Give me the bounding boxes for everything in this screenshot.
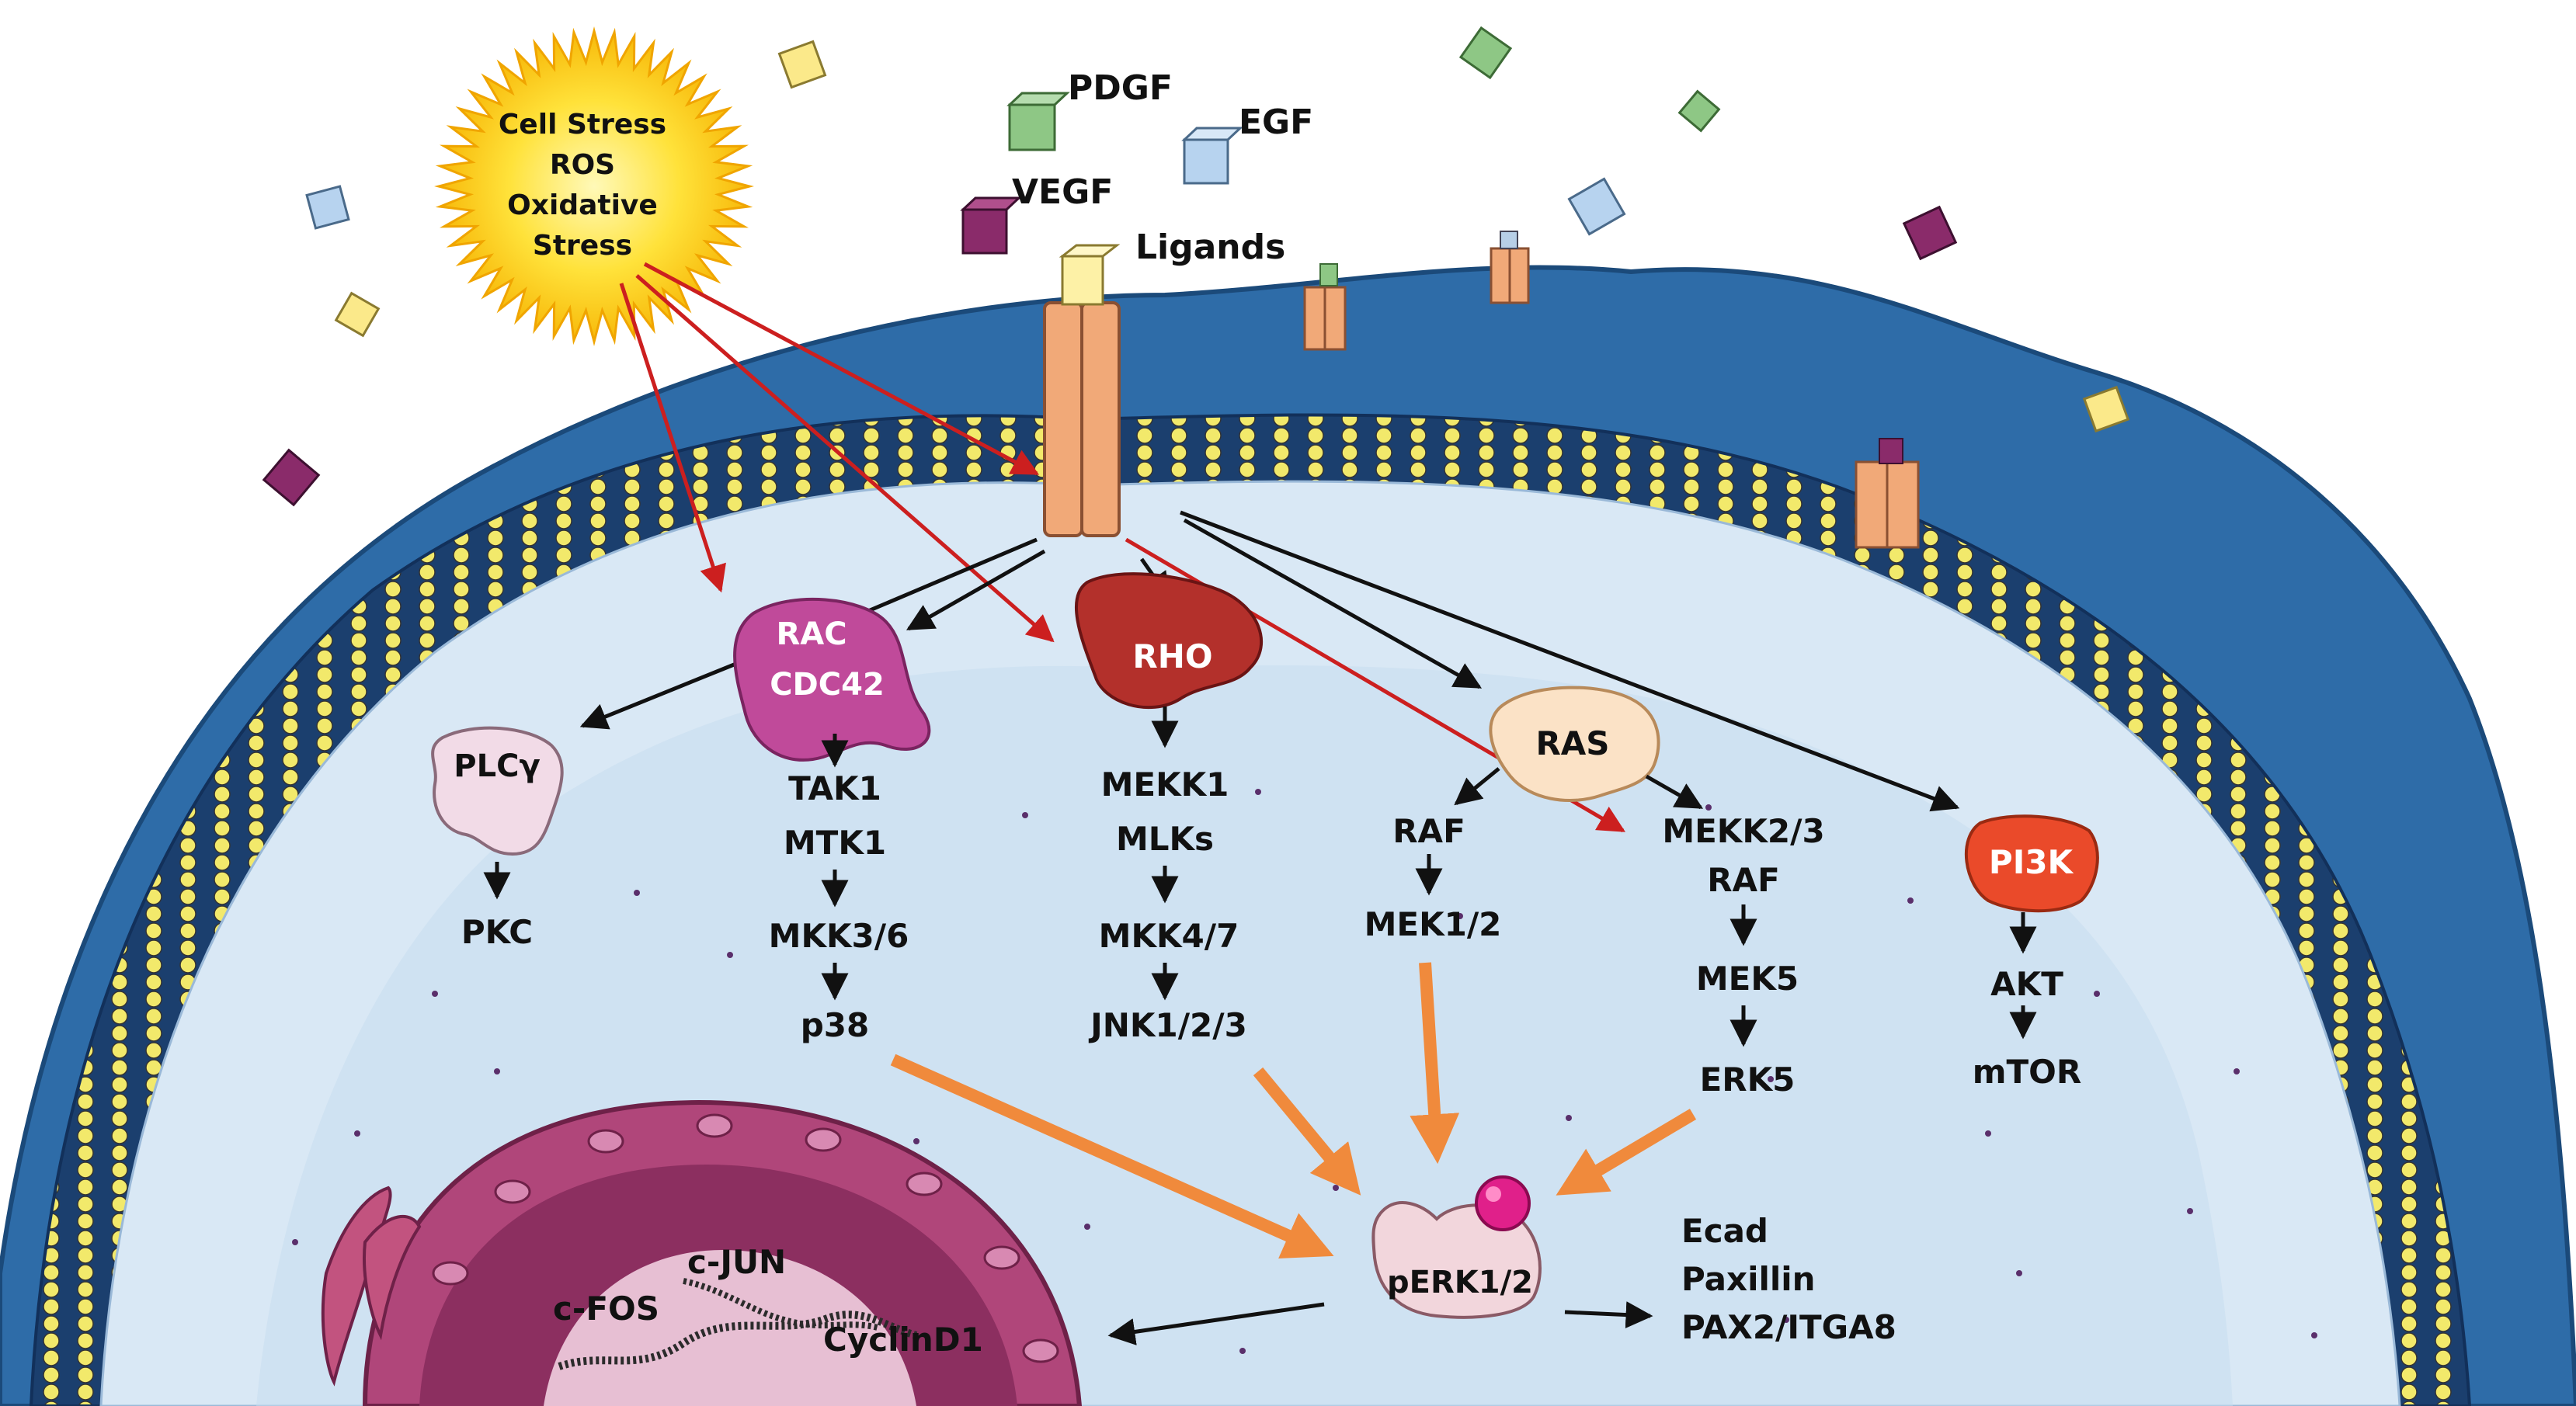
ras-protein: RAS	[1489, 686, 1660, 802]
mekk23-label: MEKK2/3	[1662, 812, 1824, 850]
cube-yellow-2	[334, 291, 381, 338]
plcg-label: PLCγ	[454, 748, 540, 784]
small-receptor-2	[1490, 231, 1530, 304]
tak1-label: TAK1	[788, 769, 881, 807]
arrow-ras-raf	[1454, 767, 1500, 806]
perk-label: pERK1/2	[1387, 1265, 1533, 1300]
rho-protein: RHO	[1074, 572, 1264, 710]
arrow-perk-nucleus	[1107, 1302, 1325, 1345]
ligands-label: Ligands	[1135, 227, 1285, 267]
stress-line-1: Cell Stress	[499, 109, 666, 141]
egf-label: EGF	[1239, 102, 1313, 142]
stress-line-4: Stress	[533, 230, 632, 262]
cjun-label: c-JUN	[687, 1243, 786, 1281]
target-paxillin: Paxillin	[1681, 1260, 1816, 1298]
cube-purple-1	[262, 448, 321, 507]
mek12-label: MEK1/2	[1364, 905, 1502, 943]
cube-yellow-1	[777, 40, 827, 89]
pkc-label: PKC	[461, 913, 533, 951]
cube-pdgf	[1006, 92, 1070, 151]
small-receptor-1	[1303, 263, 1347, 351]
cube-yellow-3	[2082, 385, 2130, 433]
ras-label: RAS	[1535, 724, 1609, 762]
rac-cdc42-protein: RAC CDC42	[733, 597, 931, 762]
cyclind1-label: CyclinD1	[823, 1321, 983, 1359]
cube-blue-2	[1567, 177, 1626, 236]
cube-blue-1	[305, 185, 350, 230]
nucleoplasm	[544, 1250, 916, 1406]
cube-green-2	[1677, 89, 1721, 133]
erk5-label: ERK5	[1700, 1061, 1796, 1099]
raf2-label: RAF	[1707, 861, 1780, 899]
perk-protein: pERK1/2	[1371, 1175, 1542, 1319]
plcg-protein: PLCγ	[431, 726, 564, 856]
cdc42-label: CDC42	[770, 667, 885, 703]
cell-stress-sun: Cell Stress ROS Oxidative Stress	[434, 26, 754, 346]
arrow-ras-mekk23	[1645, 774, 1704, 810]
jnk-label: JNK1/2/3	[1088, 1006, 1247, 1044]
arrow-perk-targets	[1564, 1301, 1653, 1329]
cube-egf	[1181, 127, 1243, 185]
cube-green-1	[1458, 26, 1513, 80]
mtor-label: mTOR	[1973, 1053, 2081, 1091]
endoplasmic-reticulum	[321, 1186, 422, 1387]
target-ecad: Ecad	[1681, 1212, 1768, 1250]
ligand-cubes	[262, 26, 2130, 507]
stress-line-3: Oxidative	[507, 189, 658, 221]
mkk36-label: MKK3/6	[769, 917, 909, 955]
rho-label: RHO	[1132, 637, 1212, 675]
mek5-label: MEK5	[1696, 960, 1799, 998]
raf-label: RAF	[1392, 812, 1465, 850]
mlks-label: MLKs	[1116, 820, 1214, 858]
pi3k-label: PI3K	[1989, 843, 2074, 881]
mtk1-label: MTK1	[784, 824, 886, 862]
cube-vegf	[960, 196, 1022, 255]
pdgf-label: PDGF	[1068, 68, 1173, 108]
phospho-group	[1475, 1175, 1531, 1231]
stress-line-2: ROS	[550, 149, 615, 181]
cube-purple-2	[1902, 205, 1958, 261]
mekk1-label: MEKK1	[1101, 765, 1229, 804]
main-receptor	[1043, 244, 1121, 537]
vegf-label: VEGF	[1012, 172, 1113, 212]
target-pax2-itga8: PAX2/ITGA8	[1681, 1308, 1896, 1346]
nucleus: c-FOS c-JUN CyclinD1	[321, 1099, 1083, 1406]
small-receptor-3	[1855, 438, 1920, 549]
receptor-arrows	[579, 510, 1960, 812]
mkk47-label: MKK4/7	[1099, 917, 1239, 955]
p38-label: p38	[801, 1006, 870, 1044]
pi3k-protein: PI3K	[1964, 814, 2099, 913]
akt-label: AKT	[1990, 965, 2063, 1003]
cfos-label: c-FOS	[553, 1290, 659, 1328]
rac-label: RAC	[776, 616, 846, 652]
orange-arrows	[890, 962, 1697, 1259]
